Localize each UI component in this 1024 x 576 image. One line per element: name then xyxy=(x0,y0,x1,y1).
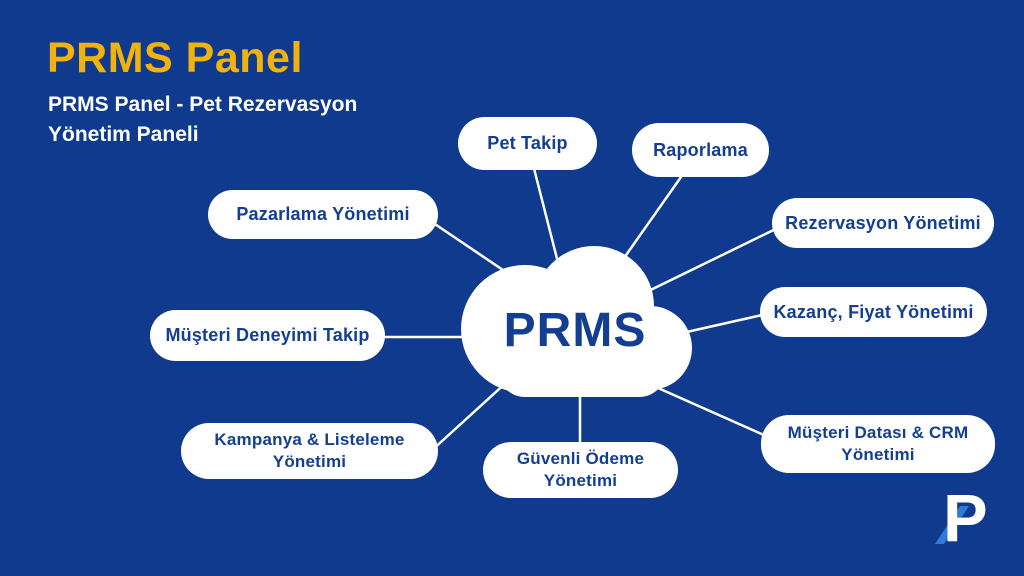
node-pet-takip: Pet Takip xyxy=(458,117,597,170)
subtitle-line-2: Yönetim Paneli xyxy=(48,123,199,146)
cloud-center-label: PRMS xyxy=(503,304,647,357)
node-pazarlama-yonetimi: Pazarlama Yönetimi xyxy=(208,190,438,239)
node-musteri-datasi-crm-yonetimi: Müşteri Datası & CRM Yönetimi xyxy=(761,415,995,473)
logo-letter: P xyxy=(943,486,988,546)
node-rezervasyon-yonetimi: Rezervasyon Yönetimi xyxy=(772,198,994,248)
node-label: Kazanç, Fiyat Yönetimi xyxy=(773,301,974,322)
brand-logo: P xyxy=(935,486,988,546)
node-label: Pazarlama Yönetimi xyxy=(236,204,410,224)
node-label: Güvenli Ödeme Yönetimi xyxy=(516,448,645,490)
page-title: PRMS Panel xyxy=(47,34,303,82)
connector-line-musteri-datasi xyxy=(639,378,776,442)
connector-line-rezervasyon xyxy=(629,220,791,302)
logo-accent-slash xyxy=(935,506,969,544)
node-kampanya-listeleme-yonetimi: Kampanya & Listeleme Yönetimi xyxy=(181,423,438,479)
page-subtitle: PRMS Panel - Pet Rezervasyon Yönetim Pan… xyxy=(48,90,408,150)
node-musteri-deneyimi-takip: Müşteri Deneyimi Takip xyxy=(150,310,385,361)
node-label: Kampanya & Listeleme Yönetimi xyxy=(214,429,405,471)
node-guvenli-odeme-yonetimi: Güvenli Ödeme Yönetimi xyxy=(483,442,678,498)
node-label: Raporlama xyxy=(653,139,748,160)
node-kazanc-fiyat-yonetimi: Kazanç, Fiyat Yönetimi xyxy=(760,287,987,337)
node-label: Pet Takip xyxy=(487,133,568,153)
subtitle-line-1: PRMS Panel - Pet Rezervasyon xyxy=(48,93,358,116)
node-label: Rezervasyon Yönetimi xyxy=(785,212,981,233)
node-raporlama: Raporlama xyxy=(632,123,769,177)
node-label: Müşteri Datası & CRM Yönetimi xyxy=(787,422,969,464)
node-label: Müşteri Deneyimi Takip xyxy=(165,325,370,345)
cloud-shape xyxy=(461,246,692,397)
